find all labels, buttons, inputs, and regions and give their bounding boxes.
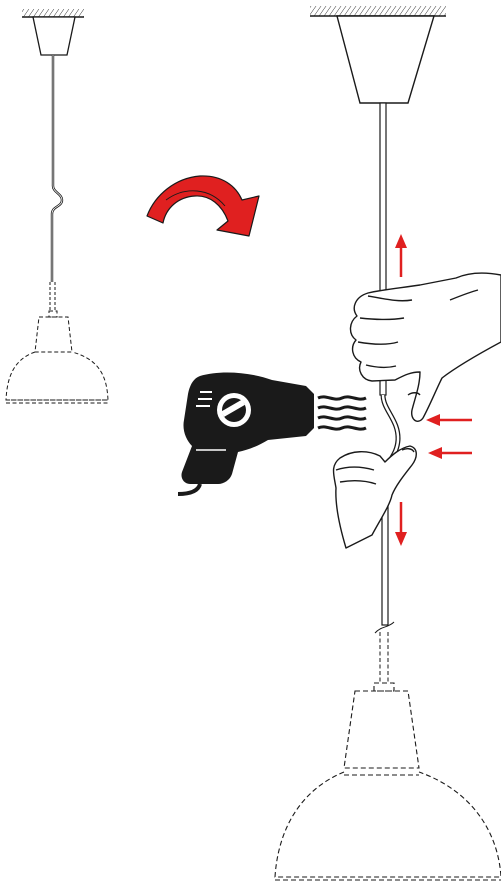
ceiling-canopy-small [32,16,76,56]
arrow-down-icon [395,502,407,546]
heat-waves [317,395,367,431]
curved-arrow-icon [146,175,260,237]
lamp-shade-dashed-large [274,682,501,881]
arrow-left-icon [428,447,472,459]
lamp-shade-dashed-small [5,310,109,404]
kinked-cable [50,55,64,282]
ceiling-hatch-small [22,9,84,18]
arrow-up-icon [395,234,407,277]
ceiling-hatch-large [310,6,446,17]
before-lamp [5,9,109,404]
arrow-left-icon [426,414,472,426]
ceiling-canopy-large [336,15,435,104]
power-cord [177,483,202,496]
hand-icon [332,445,417,549]
heat-gun-icon [177,372,367,496]
after-lamp [274,6,501,881]
hand-icon [349,272,501,422]
